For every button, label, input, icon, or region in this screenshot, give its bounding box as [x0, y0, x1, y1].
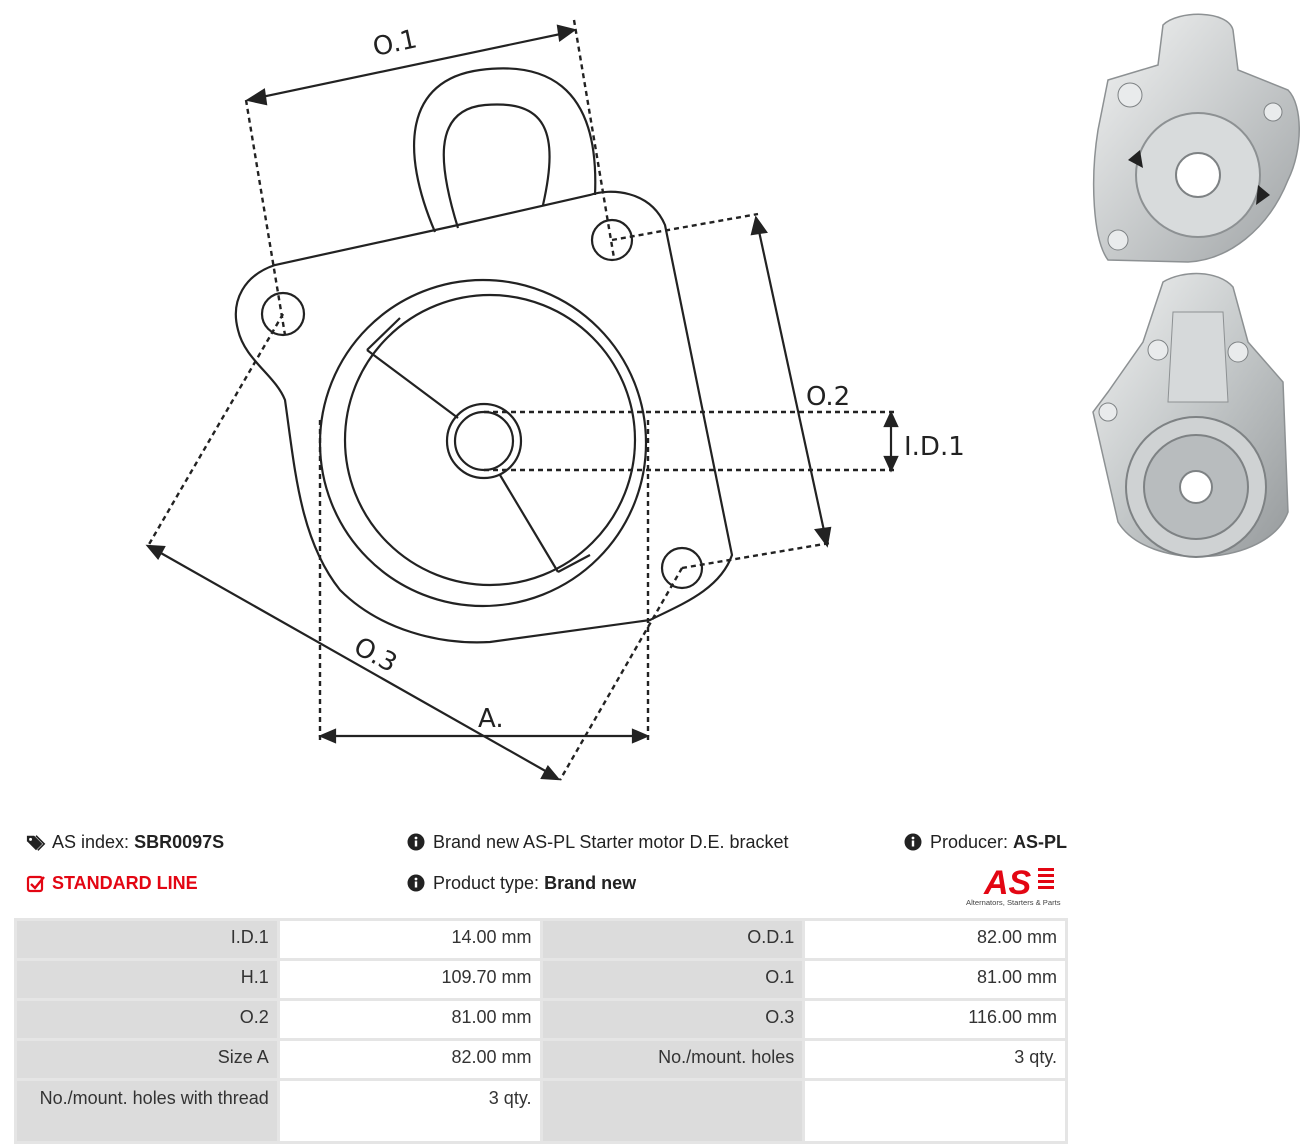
label-o1: O.1 — [370, 24, 419, 63]
spec-value: 82.00 mm — [279, 1041, 540, 1078]
product-photo-side — [1092, 272, 1289, 558]
label-id1: I.D.1 — [904, 432, 965, 462]
spec-value: 82.00 mm — [805, 921, 1065, 958]
product-description: Brand new AS-PL Starter motor D.E. brack… — [407, 832, 788, 853]
bracket-top-loop — [412, 67, 597, 233]
producer-value: AS-PL — [1013, 832, 1067, 852]
spec-label: Size A — [17, 1041, 277, 1078]
spec-label: O.3 — [542, 1001, 803, 1038]
mount-hole-left — [260, 291, 306, 337]
table-row: O.2 81.00 mm O.3 116.00 mm — [17, 1001, 1065, 1038]
spec-value — [805, 1081, 1065, 1141]
product-photo-front — [1092, 13, 1300, 263]
shaft-inner — [453, 410, 515, 472]
label-o2: O.2 — [806, 382, 850, 412]
product-type-label: Product type: — [433, 873, 540, 893]
svg-text:Alternators, Starters & Parts: Alternators, Starters & Parts — [966, 898, 1061, 907]
spec-label: H.1 — [17, 961, 277, 998]
table-row: Size A 82.00 mm No./mount. holes 3 qty. — [17, 1041, 1065, 1078]
info-circle-icon — [407, 874, 427, 894]
technical-drawing: O.1 O.2 I.D.1 O.3 A. — [145, 19, 965, 781]
label-a: A. — [478, 704, 504, 734]
bracket-outline — [234, 190, 734, 644]
standard-line: STANDARD LINE — [26, 873, 198, 894]
spec-value: 14.00 mm — [279, 921, 540, 958]
spec-label: No./mount. holes with thread — [17, 1081, 277, 1141]
window-edge-1 — [366, 349, 459, 419]
spec-label: O.D.1 — [542, 921, 803, 958]
spec-label — [542, 1081, 803, 1141]
spec-value: 3 qty. — [279, 1081, 540, 1141]
check-square-icon — [26, 874, 46, 894]
table-row: No./mount. holes with thread 3 qty. — [17, 1081, 1065, 1141]
spec-value: 81.00 mm — [279, 1001, 540, 1038]
spec-label: I.D.1 — [17, 921, 277, 958]
info-circle-icon — [904, 833, 924, 853]
as-index-value: SBR0097S — [134, 832, 225, 852]
producer: Producer: AS-PL — [904, 832, 1067, 853]
bracket-top-loop-inner — [442, 103, 551, 229]
producer-label: Producer: — [929, 832, 1008, 852]
spec-value: 81.00 mm — [805, 961, 1065, 998]
mount-hole-top — [590, 218, 634, 262]
inner-bore — [343, 293, 637, 587]
spec-value: 109.70 mm — [279, 961, 540, 998]
standard-line-label: STANDARD LINE — [52, 873, 198, 893]
as-pl-logo: AS Alternators, Starters & Parts — [966, 864, 1061, 907]
tags-icon — [26, 833, 46, 853]
spec-label: O.1 — [542, 961, 803, 998]
spec-value: 3 qty. — [805, 1041, 1065, 1078]
spec-label: No./mount. holes — [542, 1041, 803, 1078]
table-row: H.1 109.70 mm O.1 81.00 mm — [17, 961, 1065, 998]
as-index-label: AS index: — [52, 832, 130, 852]
mount-hole-bottom — [660, 546, 704, 590]
as-index: AS index: SBR0097S — [26, 832, 224, 853]
specs-table: I.D.1 14.00 mm O.D.1 82.00 mm H.1 109.70… — [14, 918, 1068, 1144]
shaft-outer — [445, 402, 523, 480]
label-o3: O.3 — [349, 632, 402, 679]
spec-label: O.2 — [17, 1001, 277, 1038]
outer-bore — [318, 278, 648, 608]
description-text: Brand new AS-PL Starter motor D.E. brack… — [433, 832, 789, 852]
product-type-value: Brand new — [544, 873, 637, 893]
svg-text:AS: AS — [983, 864, 1032, 902]
window-edge-2 — [499, 474, 559, 573]
spec-value: 116.00 mm — [805, 1001, 1065, 1038]
product-type: Product type: Brand new — [407, 873, 636, 894]
info-circle-icon — [407, 833, 427, 853]
table-row: I.D.1 14.00 mm O.D.1 82.00 mm — [17, 921, 1065, 958]
